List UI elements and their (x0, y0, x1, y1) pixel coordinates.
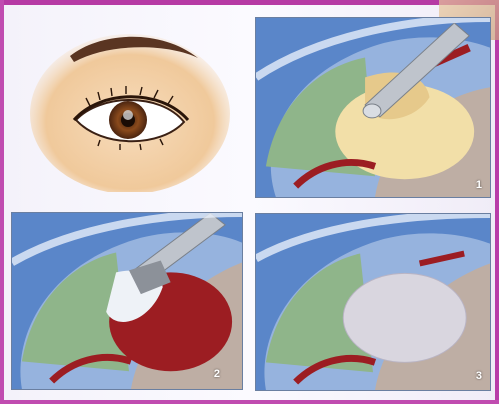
step-2-illustration (12, 213, 242, 389)
step-3-panel: 3 (255, 213, 491, 391)
eye-panel (30, 22, 230, 192)
border-left (0, 0, 4, 404)
step-3-illustration (256, 214, 490, 390)
border-top (0, 0, 499, 5)
step-1-number: 1 (476, 179, 482, 191)
step-1-illustration (256, 18, 490, 197)
eye-illustration (30, 22, 230, 192)
step-3-number: 3 (476, 370, 482, 382)
step-1-panel: 1 (255, 17, 491, 198)
border-bottom (0, 400, 499, 404)
step-2-number: 2 (214, 368, 220, 380)
step-2-panel: 2 (11, 212, 243, 390)
border-right (495, 0, 499, 404)
